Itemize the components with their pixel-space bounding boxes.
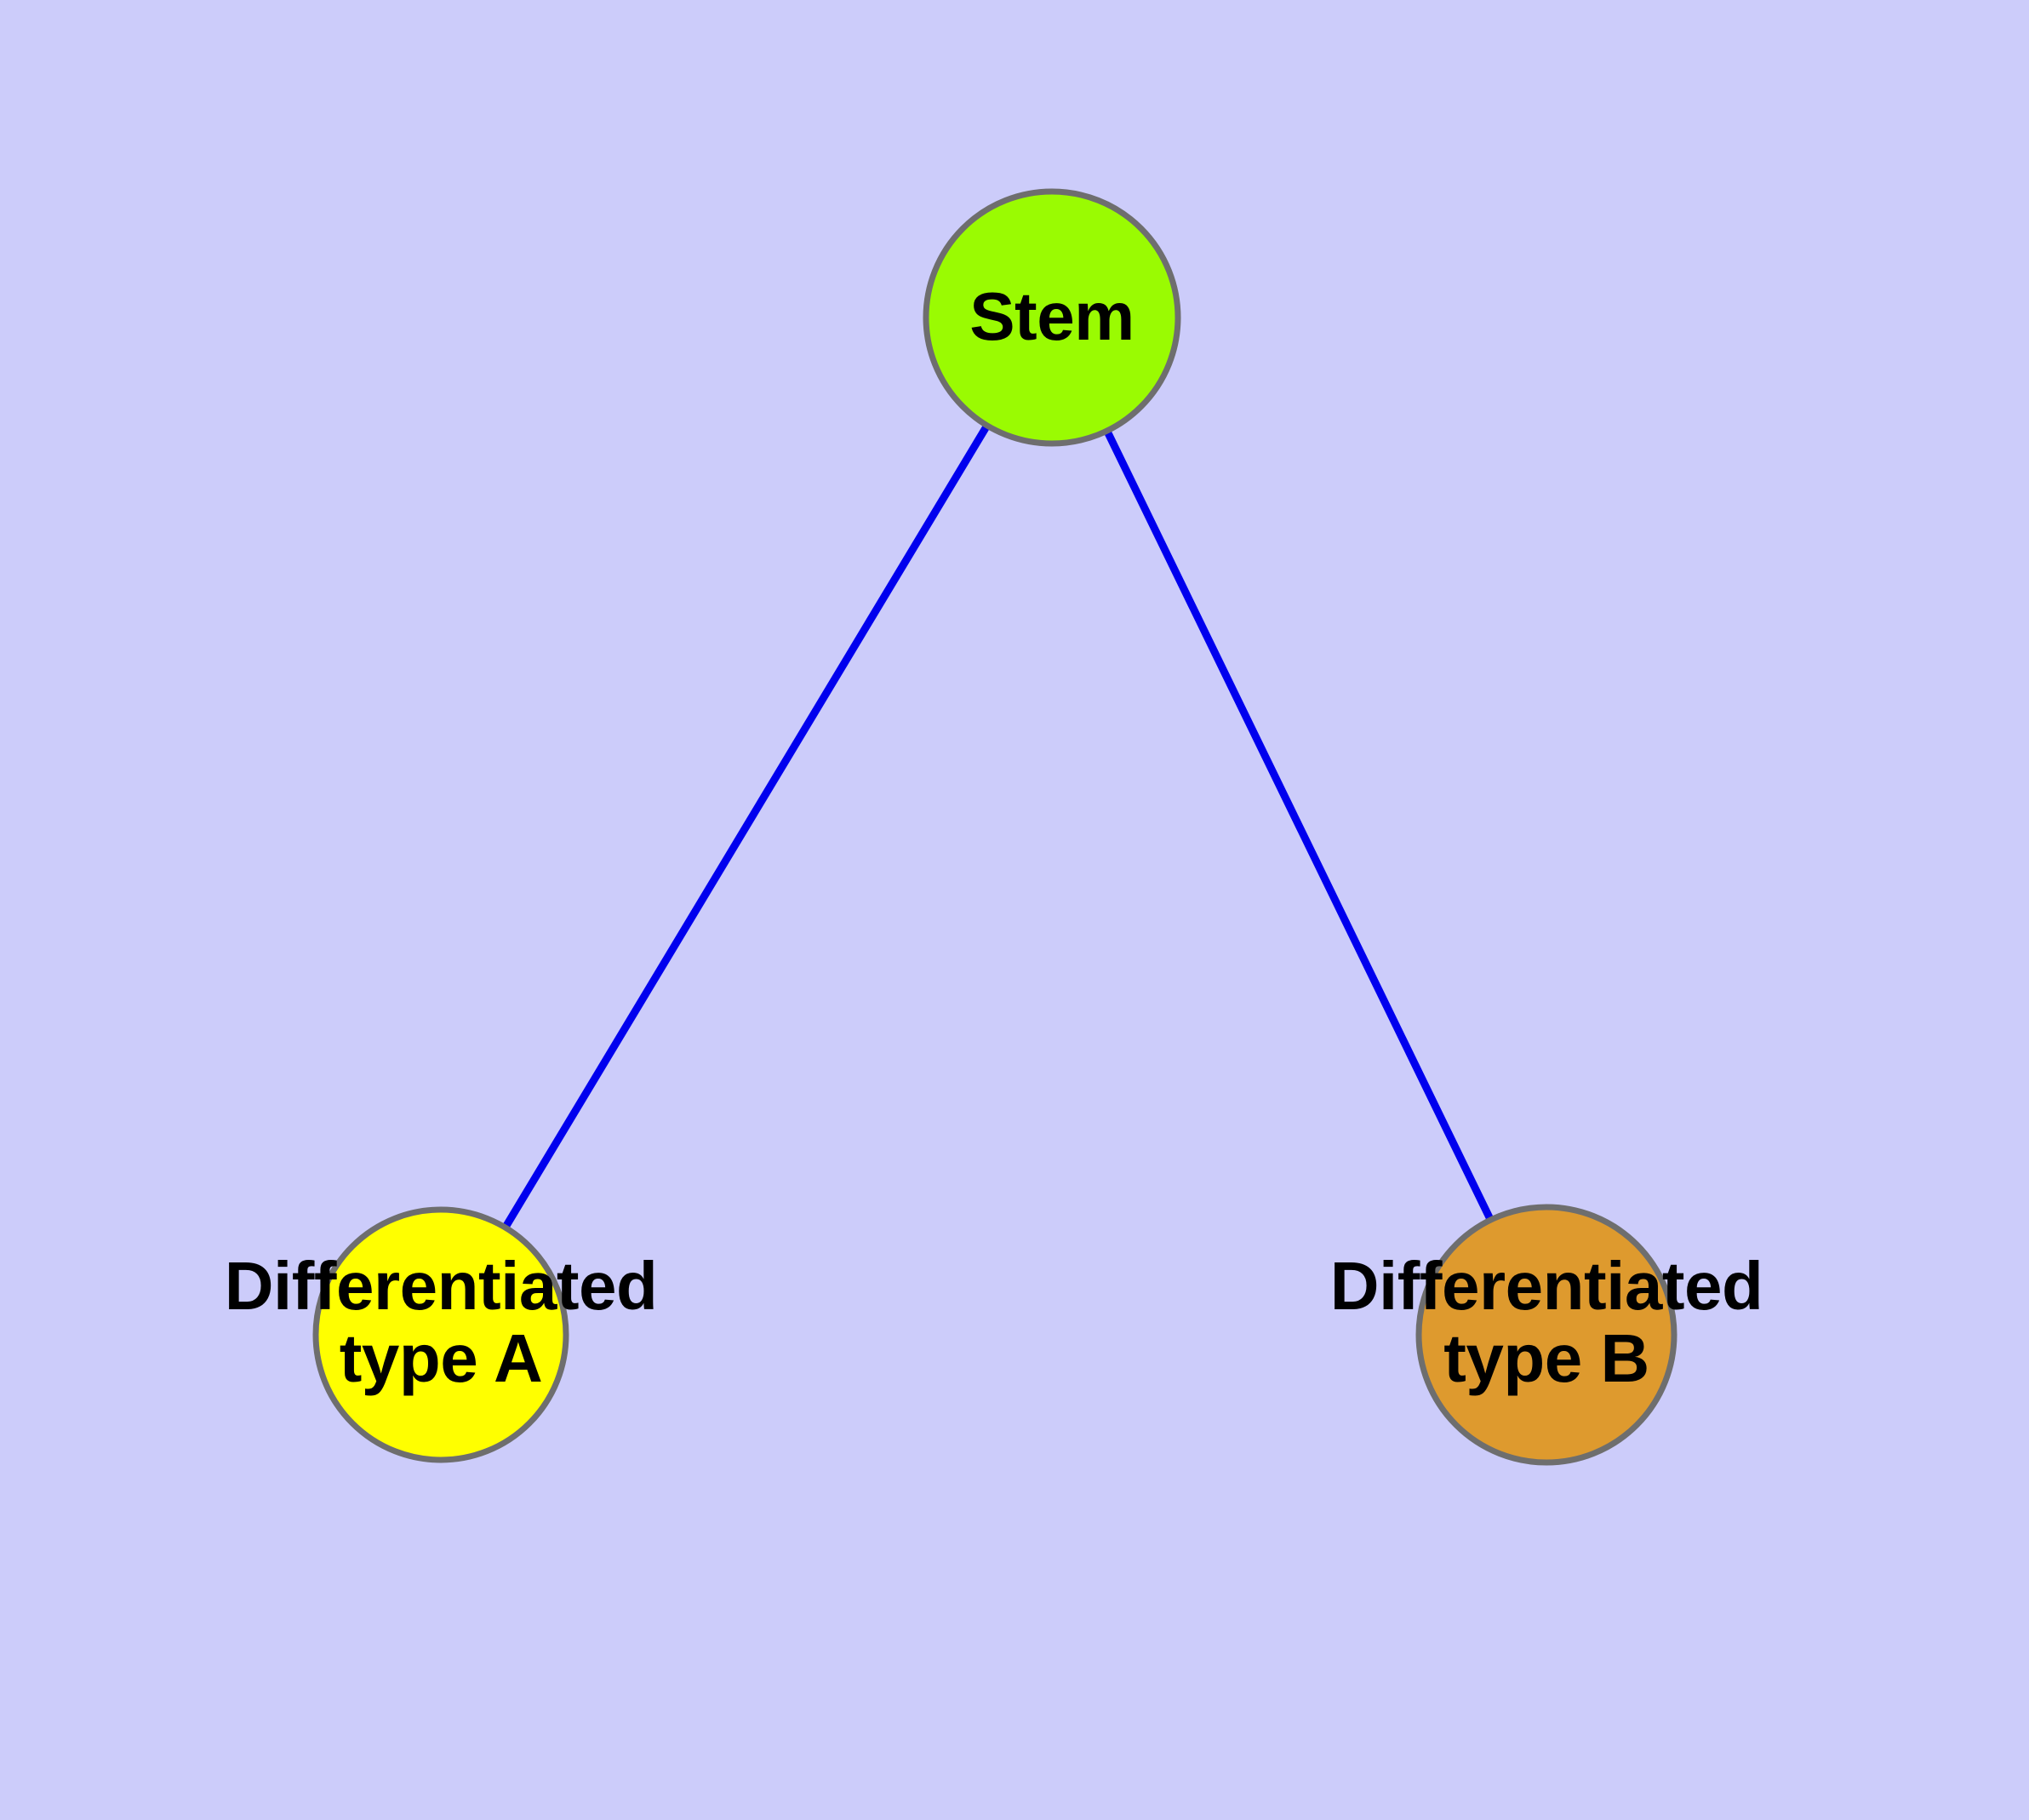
edge-stem-to-diff-b (1048, 316, 1551, 1336)
node-differentiated-type-a[interactable] (312, 1206, 569, 1463)
node-stem[interactable] (923, 188, 1181, 447)
node-differentiated-type-b[interactable] (1415, 1204, 1677, 1466)
node-layer (312, 188, 1677, 1466)
edge-layer (437, 315, 1551, 1337)
edge-stem-to-diff-a (437, 315, 1055, 1337)
